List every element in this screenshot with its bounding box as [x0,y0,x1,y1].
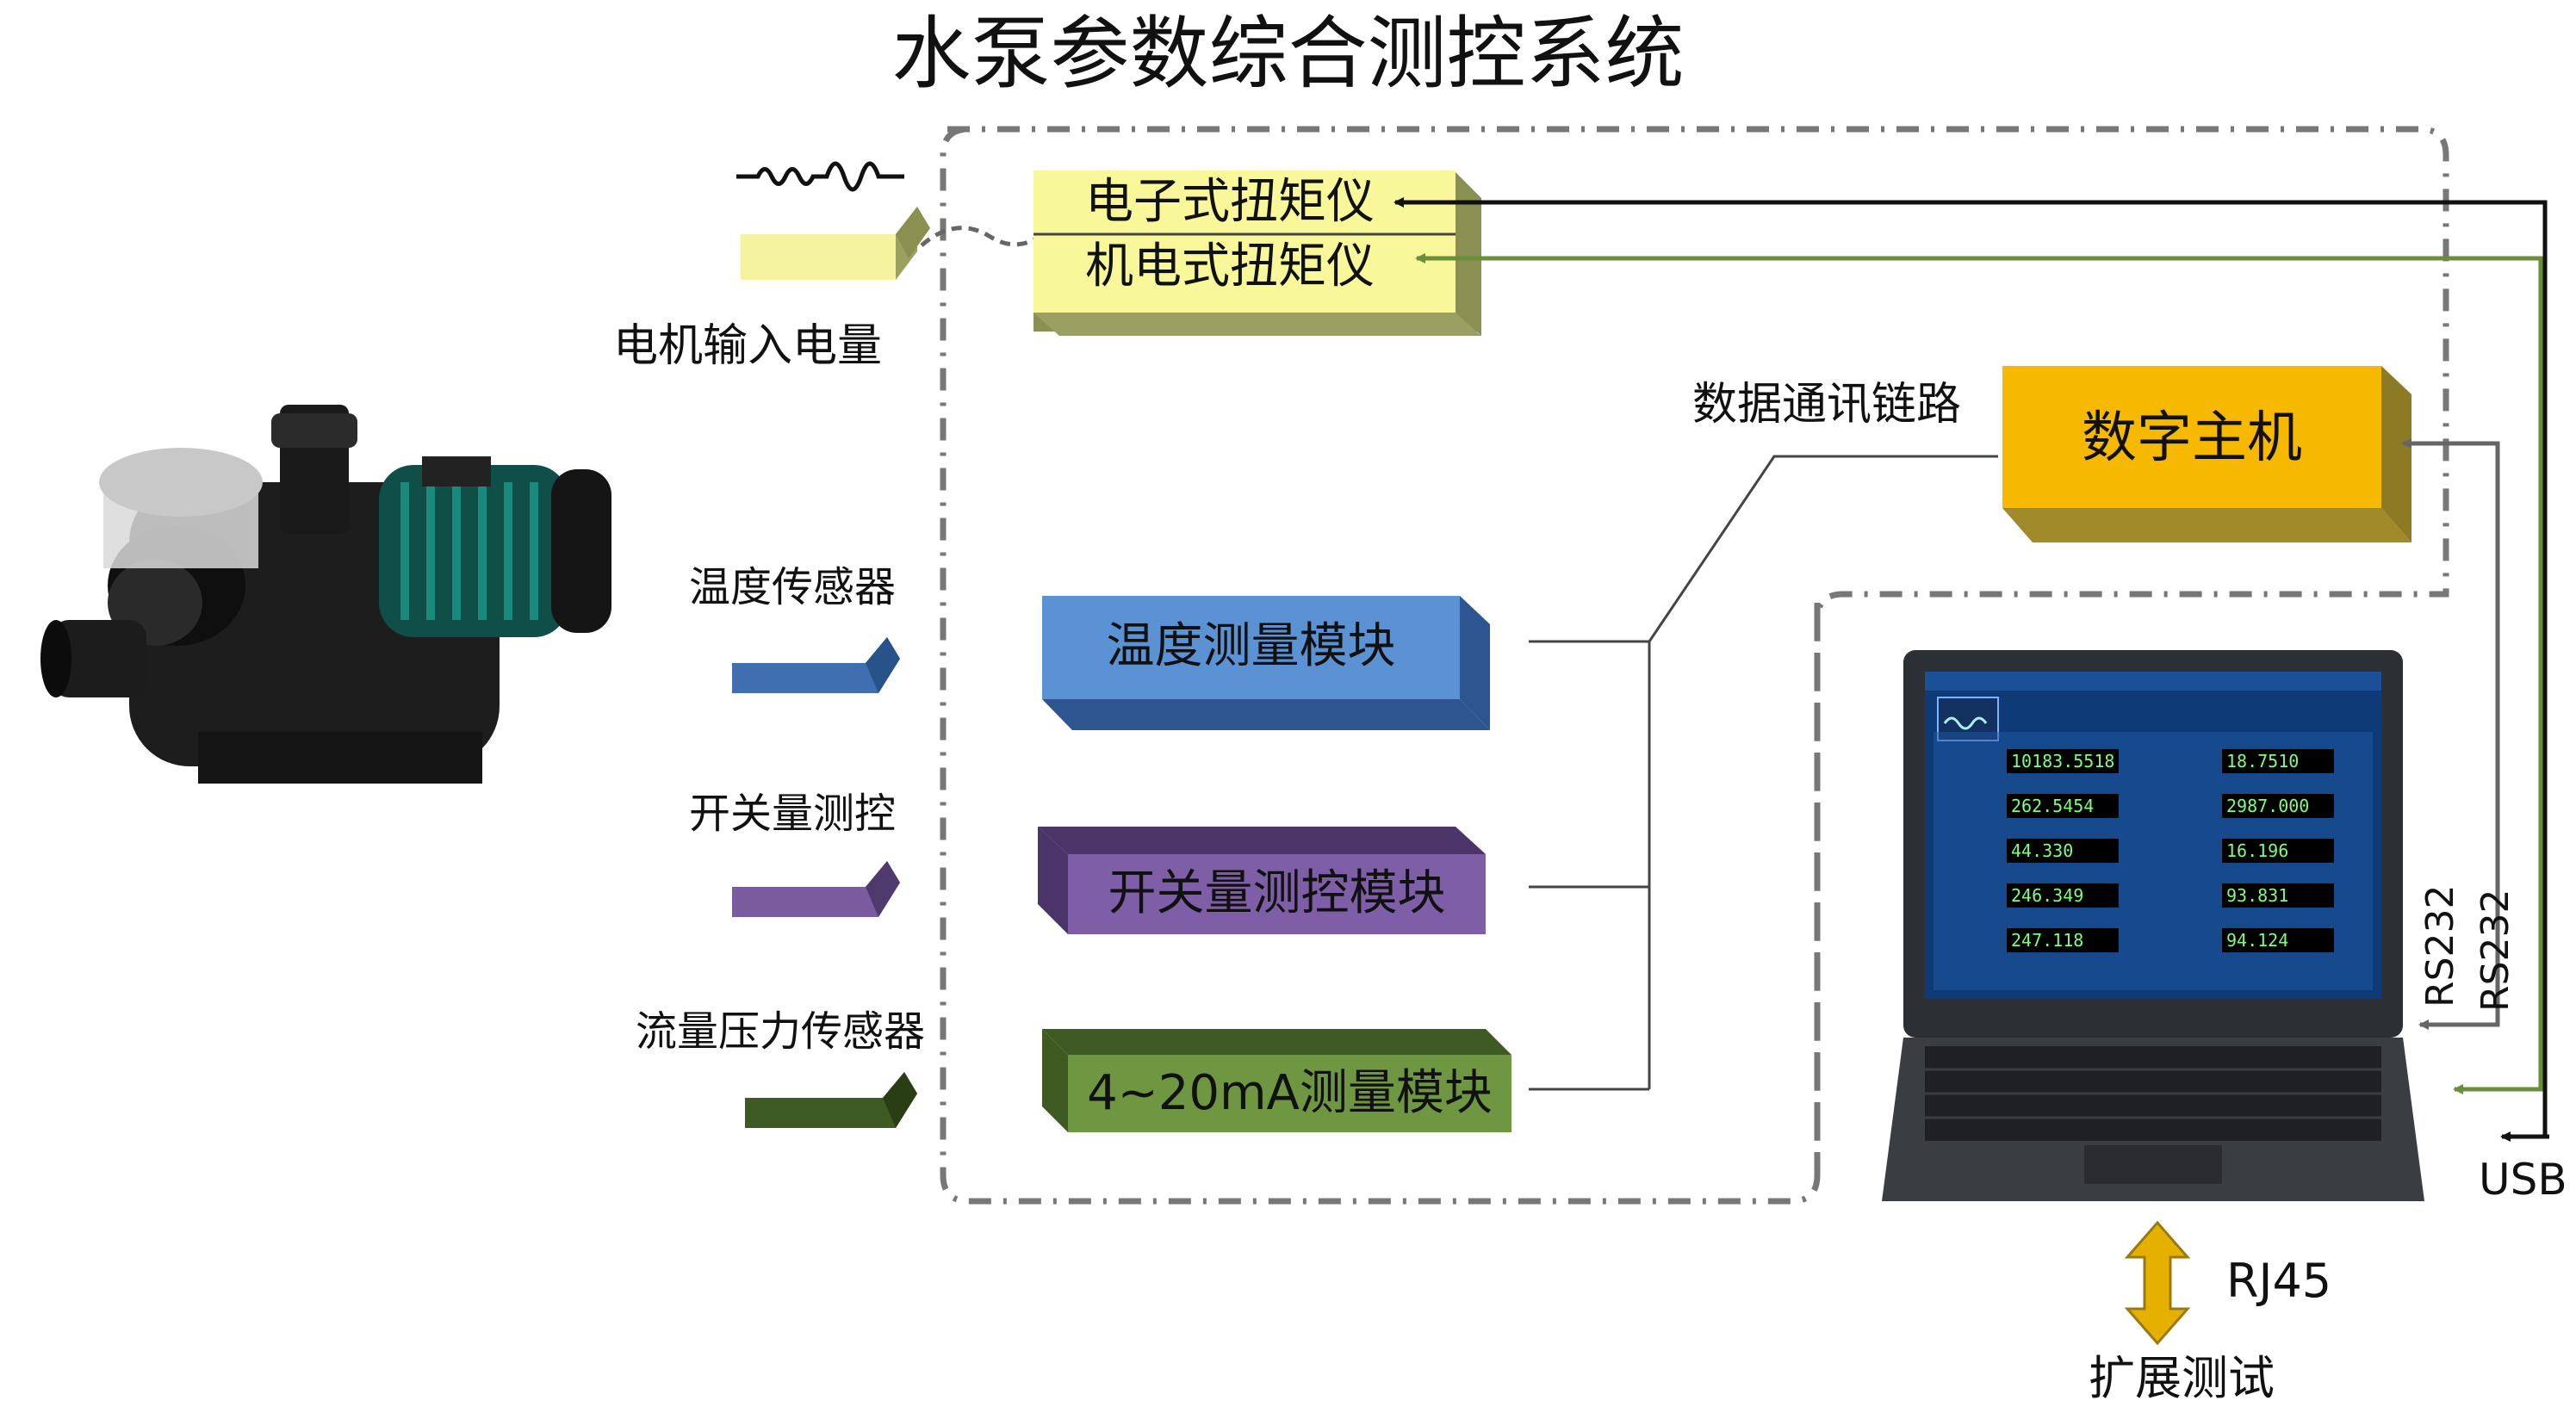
module-bus-lines [1529,455,1998,1091]
rj45-double-arrow [2124,1220,2191,1346]
screen-value-10: 94.124 [2226,930,2289,951]
screen-value-3: 44.330 [2011,840,2074,861]
data-link-label: 数据通讯链路 [1692,379,1962,431]
temperature-module-label: 温度测量模块 [1106,618,1396,674]
ac-wave-symbol [736,161,904,192]
motor-input-arrow [741,207,930,280]
torque-electronic-label: 电子式扭矩仪 [1085,174,1375,230]
torque-box [1034,170,1481,336]
host-box [2002,366,2412,542]
switch-input-label: 开关量测控 [689,790,897,838]
host-label: 数字主机 [2082,406,2302,470]
system-boundary [940,126,2449,1205]
screen-value-1: 10183.5518 [2011,751,2115,772]
flow-pressure-sensor-label: 流量压力传感器 [636,1007,926,1056]
rs232-green-line [1415,253,2543,1092]
screen-value-5: 247.118 [2011,930,2084,951]
screen-value-4: 246.349 [2011,885,2084,906]
temperature-sensor-label: 温度传感器 [689,563,897,611]
motor-signal-dashed-link [920,208,1091,247]
screen-value-7: 2987.000 [2226,796,2310,816]
screen-value-2: 262.5454 [2011,796,2095,816]
screen-value-8: 16.196 [2226,840,2289,861]
usb-label: USB [2479,1155,2567,1205]
rs232-label-b: RS232 [2474,889,2517,1012]
current-loop-module-box [1042,1029,1511,1132]
screen-readouts [2007,749,2334,952]
current-loop-module-label: 4~20mA测量模块 [1087,1065,1493,1121]
rs232-label-a: RS232 [2418,884,2462,1007]
torque-electromech-label: 机电式扭矩仪 [1085,239,1375,294]
expansion-test-label: 扩展测试 [2089,1351,2275,1405]
temperature-input-arrow [732,637,900,693]
screen-value-9: 93.831 [2226,885,2289,906]
temperature-module-box [1042,596,1490,730]
water-pump-image [40,405,611,784]
switch-module-box [1038,827,1486,934]
flow-pressure-input-arrow [745,1072,917,1128]
diagram-title: 水泵参数综合测控系统 [891,8,1685,100]
switch-module-label: 开关量测控模块 [1108,865,1446,921]
rj45-label: RJ45 [2226,1254,2332,1308]
switch-input-arrow [732,861,900,917]
screen-value-6: 18.7510 [2226,751,2300,772]
motor-input-label: 电机输入电量 [613,320,883,372]
laptop-image [1882,650,2424,1201]
